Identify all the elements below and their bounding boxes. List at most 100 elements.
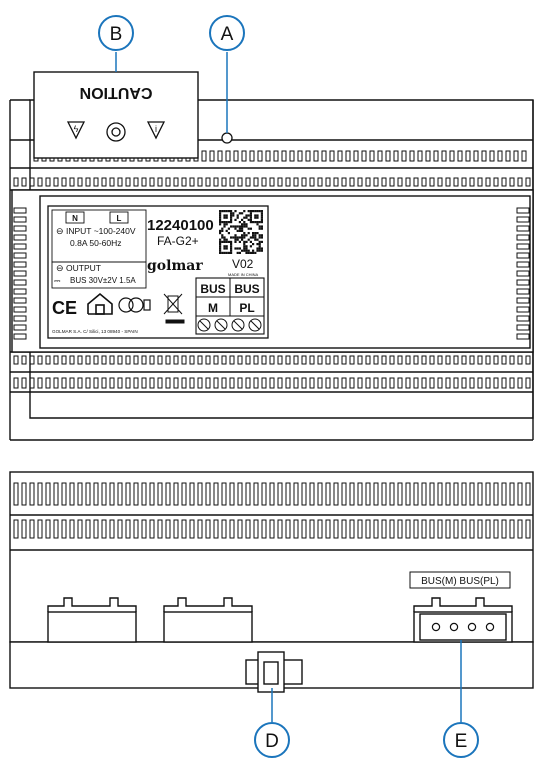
- vent-slot: [429, 355, 435, 365]
- vent-slot: [493, 377, 499, 389]
- vent-slot: [53, 177, 59, 187]
- bottom-view: [9, 471, 534, 693]
- vent-slot: [365, 177, 371, 187]
- vent-slot: [325, 519, 331, 539]
- vent-slot: [201, 150, 207, 162]
- vent-slot: [421, 377, 427, 389]
- vent-slot: [509, 519, 515, 539]
- vent-slot: [269, 177, 275, 187]
- vent-slot: [485, 177, 491, 187]
- vent-slot: [413, 482, 419, 506]
- vent-slot: [405, 177, 411, 187]
- vent-slot: [157, 377, 163, 389]
- vent-slot: [265, 150, 271, 162]
- input-line1: INPUT ~100-240V: [66, 226, 136, 236]
- vent-slot: [221, 377, 227, 389]
- vent-slot: [125, 519, 131, 539]
- vent-slot: [189, 482, 195, 506]
- vent-slot: [397, 177, 403, 187]
- vent-slot: [93, 519, 99, 539]
- ce-mark: CE: [52, 298, 77, 318]
- vent-slot: [516, 252, 530, 259]
- vent-slot: [213, 177, 219, 187]
- vent-row-lower-mid: [13, 355, 531, 365]
- vent-slot: [373, 519, 379, 539]
- vent-slot: [501, 177, 507, 187]
- vent-slot: [189, 377, 195, 389]
- vent-slot: [261, 519, 267, 539]
- vent-slot: [101, 519, 107, 539]
- m-col: M: [208, 301, 218, 315]
- vent-slot: [513, 150, 519, 162]
- vent-slot: [205, 177, 211, 187]
- vent-slot: [493, 482, 499, 506]
- vent-slot: [469, 519, 475, 539]
- vent-slot: [433, 150, 439, 162]
- vent-slot: [333, 377, 339, 389]
- vent-slot: [277, 177, 283, 187]
- vent-slot: [13, 216, 27, 223]
- vent-slot: [13, 207, 27, 214]
- vent-slot: [289, 150, 295, 162]
- vent-slot: [349, 377, 355, 389]
- vent-slot: [197, 377, 203, 389]
- vent-slot: [221, 355, 227, 365]
- callout-a: [209, 15, 245, 51]
- vent-slot: [453, 355, 459, 365]
- vent-slot: [389, 177, 395, 187]
- vent-slot: [461, 519, 467, 539]
- vent-slot: [181, 177, 187, 187]
- vent-slot: [165, 355, 171, 365]
- vent-slot: [457, 150, 463, 162]
- vent-slot: [309, 482, 315, 506]
- vent-slot: [205, 482, 211, 506]
- vent-slot: [469, 177, 475, 187]
- product-model: FA-G2+: [157, 234, 199, 248]
- vent-slot: [313, 150, 319, 162]
- vent-slot: [325, 177, 331, 187]
- vent-slot: [453, 177, 459, 187]
- vent-slot: [341, 177, 347, 187]
- vent-slot: [349, 519, 355, 539]
- vent-slot: [53, 377, 59, 389]
- vent-slot: [509, 377, 515, 389]
- vent-slot: [516, 243, 530, 250]
- vent-slot: [189, 355, 195, 365]
- vent-slot: [29, 377, 35, 389]
- insulation-icon: [106, 122, 126, 142]
- vent-slot: [453, 377, 459, 389]
- vent-slot: [445, 519, 451, 539]
- vent-slot: [253, 482, 259, 506]
- vent-slot: [13, 288, 27, 295]
- vent-slot: [245, 355, 251, 365]
- vent-slot: [249, 150, 255, 162]
- vent-slot: [221, 177, 227, 187]
- dc-symbol: ⎓: [54, 276, 61, 285]
- vent-slot: [141, 482, 147, 506]
- vent-slot: [421, 519, 427, 539]
- vent-slot: [469, 377, 475, 389]
- vent-slot: [61, 377, 67, 389]
- vent-slot: [149, 377, 155, 389]
- vent-slot: [61, 177, 67, 187]
- vent-slot: [516, 324, 530, 331]
- vent-slot: [397, 355, 403, 365]
- vent-row-upper-mid: [13, 177, 531, 187]
- vent-slot: [325, 377, 331, 389]
- bus-col1: BUS: [200, 282, 225, 296]
- vent-slot: [173, 177, 179, 187]
- vent-row-bottom-view: [13, 482, 531, 539]
- vent-slot: [165, 519, 171, 539]
- vent-slot: [13, 377, 19, 389]
- vent-slot: [357, 355, 363, 365]
- vent-slot: [253, 519, 259, 539]
- vent-slot: [261, 177, 267, 187]
- vent-slot: [13, 234, 27, 241]
- vent-slot: [85, 377, 91, 389]
- vent-slot: [293, 177, 299, 187]
- screw-icon: [197, 318, 211, 332]
- connector-label-text: BUS(M) BUS(PL): [421, 576, 499, 587]
- vent-slot: [53, 355, 59, 365]
- vent-slot: [133, 482, 139, 506]
- vent-slot: [141, 355, 147, 365]
